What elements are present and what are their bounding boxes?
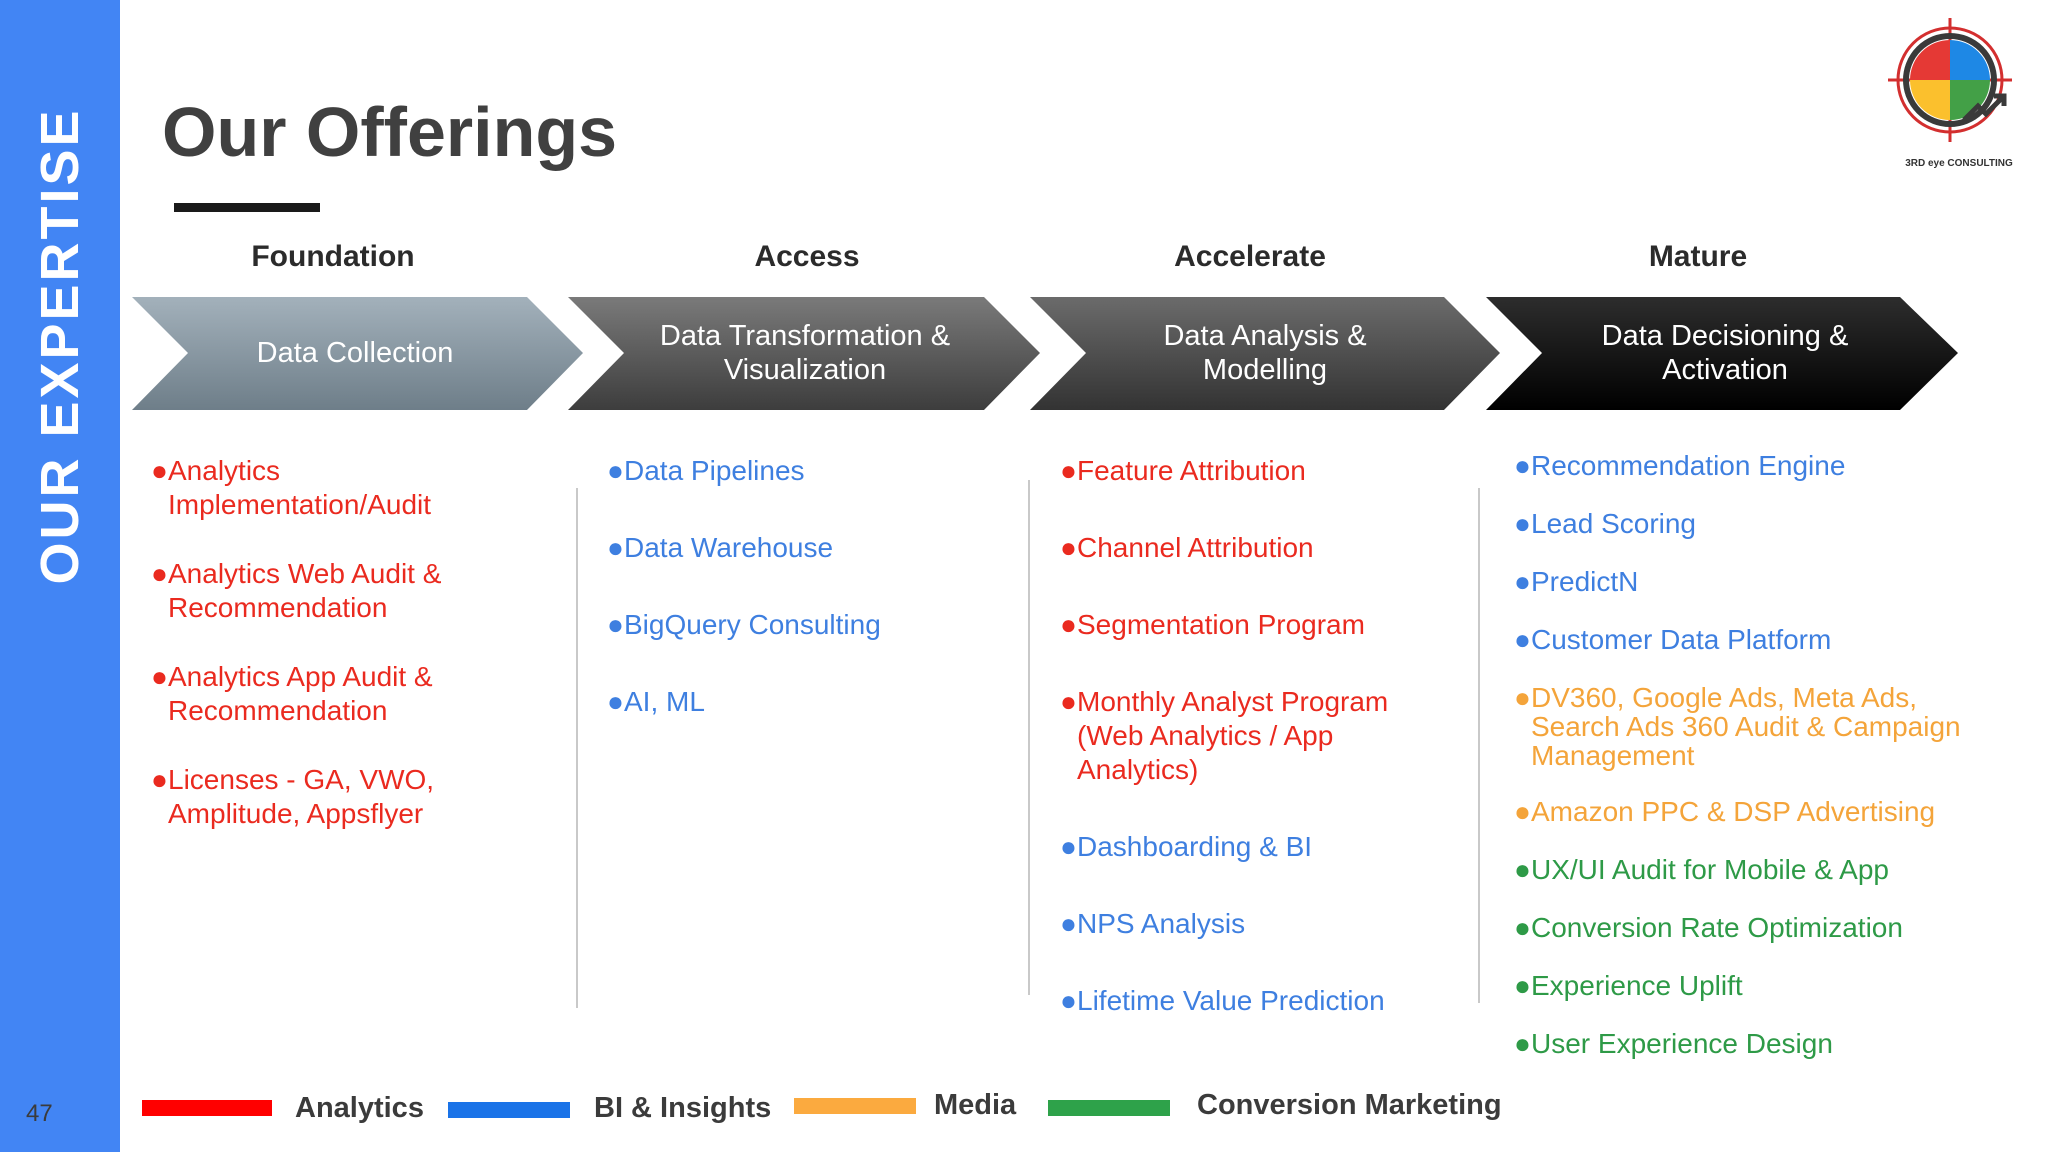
chevron-label-data-decisioning: Data Decisioning & Activation [1601,320,1849,386]
list-item: ●Data Pipelines [607,455,805,486]
list-item: ●User Experience Design [1514,1028,1833,1059]
stage-foundation: Foundation [251,240,415,273]
list-item: ●Segmentation Program [1060,609,1365,640]
list-item: ●NPS Analysis [1060,908,1246,939]
stage-mature: Mature [1648,240,1748,273]
list-item: ●UX/UI Audit for Mobile & App [1514,854,1889,885]
legend-swatch-bi-insights [448,1102,570,1118]
legend-swatch-analytics [142,1100,272,1116]
legend-label-bi-insights: BI & Insights [594,1092,772,1124]
list-item: ●Recommendation Engine [1514,450,1846,481]
list-item: ●Lifetime Value Prediction [1060,985,1385,1016]
page-number: 47 [26,1100,53,1127]
list-item: ●Analytics Web Audit &Recommendation [151,558,442,623]
sidebar [0,0,120,1152]
chevron-label-data-transformation: Data Transformation & Visualization [659,320,951,386]
list-item: ●PredictN [1514,566,1639,597]
list-item: ●Analytics App Audit &Recommendation [151,661,433,726]
list-item: ●AI, ML [607,686,705,717]
list-item: ●DV360, Google Ads, Meta Ads,Search Ads … [1514,682,1961,771]
column-divider [576,488,578,1008]
list-item: ●Customer Data Platform [1514,624,1832,655]
list-item: ●Amazon PPC & DSP Advertising [1514,796,1936,827]
legend-swatch-media [794,1098,916,1114]
list-item: ●Conversion Rate Optimization [1514,912,1903,943]
chevron-label-data-collection: Data Collection [256,337,454,369]
sidebar-title: OUR EXPERTISE [30,107,90,585]
stage-accelerate: Accelerate [1174,240,1326,273]
column-divider [1028,480,1030,995]
list-item: ●Experience Uplift [1514,970,1743,1001]
title-underline [174,203,320,212]
company-logo: 3RD eye CONSULTING [1888,18,2013,169]
list-item: ●Channel Attribution [1060,532,1314,563]
stage-access: Access [754,240,860,273]
list-item: ●BigQuery Consulting [607,609,881,640]
list-item: ●Monthly Analyst Program(Web Analytics /… [1060,686,1389,785]
legend-label-media: Media [934,1089,1017,1121]
legend-swatch-conversion-marketing [1048,1100,1170,1116]
list-item: ●Lead Scoring [1514,508,1697,539]
logo-text: 3RD eye CONSULTING [1905,158,2013,169]
chevron-label-data-analysis: Data Analysis & Modelling [1163,320,1367,386]
column-divider [1478,488,1480,1003]
legend-label-conversion-marketing: Conversion Marketing [1197,1089,1502,1121]
page-title: Our Offerings [162,93,618,171]
list-item: ●Dashboarding & BI [1060,831,1313,862]
legend-label-analytics: Analytics [295,1092,424,1124]
list-item: ●Feature Attribution [1060,455,1306,486]
list-item: ●Licenses - GA, VWO,Amplitude, Appsflyer [151,764,435,829]
list-item: ●Data Warehouse [607,532,834,563]
